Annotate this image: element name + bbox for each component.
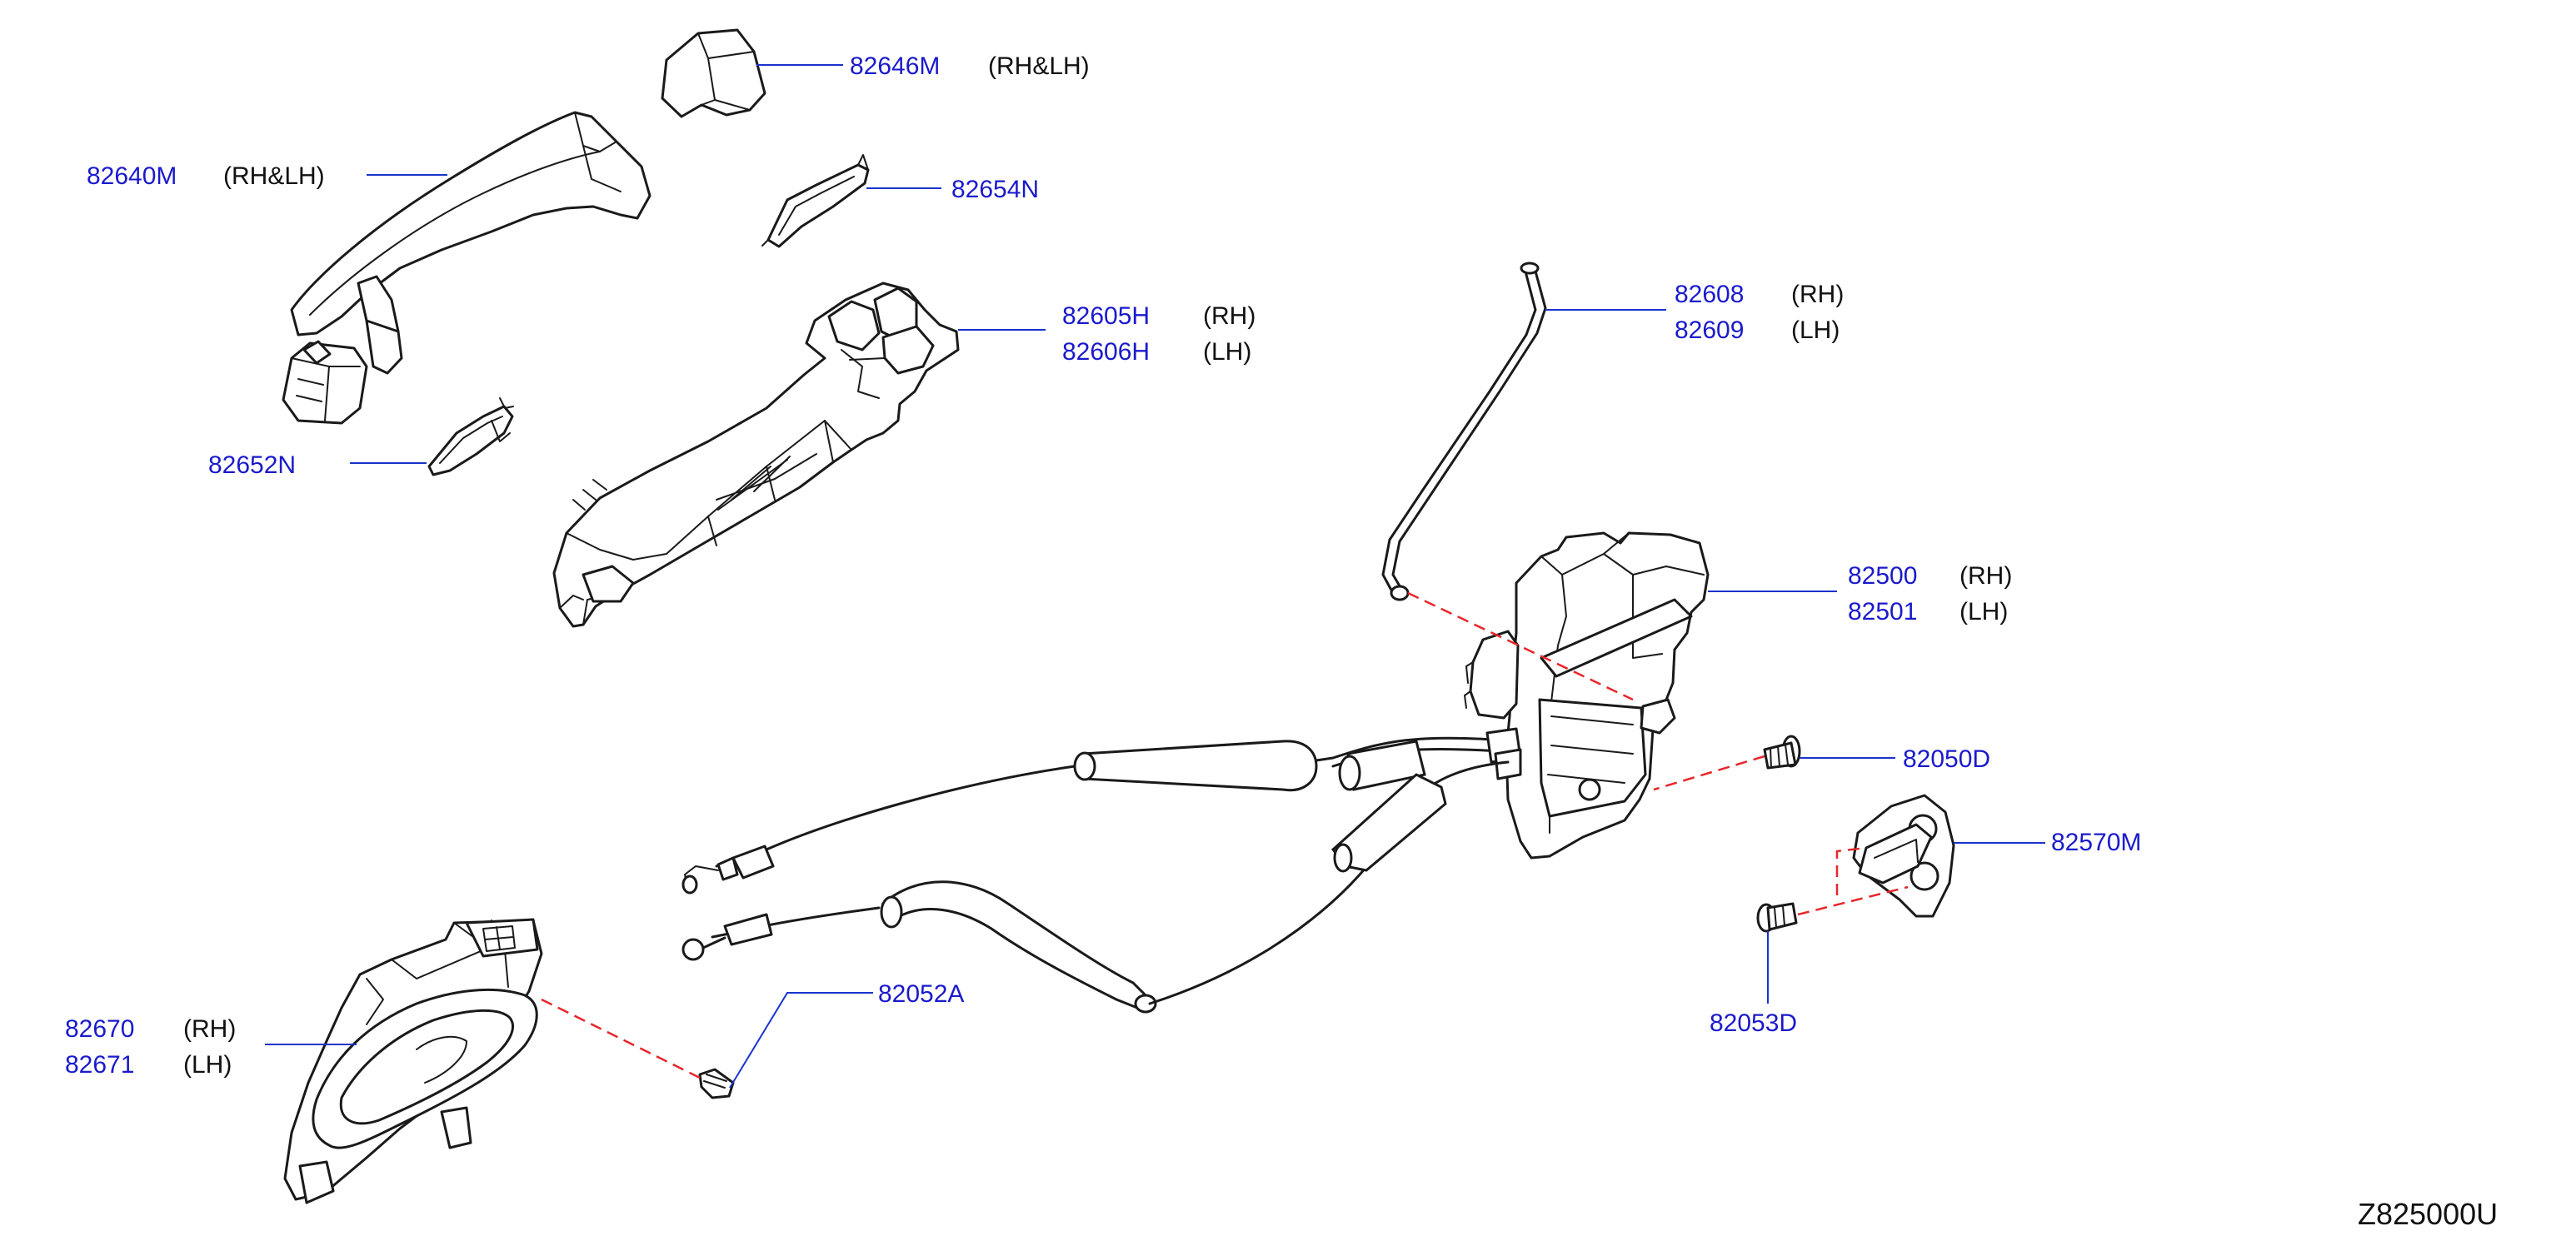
screw-82053D-drawing: [1756, 902, 1798, 933]
inside-handle-drawing: [283, 918, 543, 1204]
part-number: 82052A: [878, 980, 964, 1008]
part-number: 82646M: [850, 52, 940, 80]
door-striker-drawing: [1852, 794, 1955, 918]
part-number: 82500: [1848, 562, 1917, 590]
part-number: 82670: [65, 1015, 134, 1043]
outside-handle-grip-drawing: [282, 111, 651, 425]
callout-82608-82609: 82608 (RH) 82609 (LH): [1675, 281, 1844, 344]
callout-82500-82501: 82500 (RH) 82501 (LH): [1848, 562, 2012, 625]
side-spec: (LH): [1791, 316, 1840, 344]
callout-82570M: 82570M: [2051, 829, 2141, 856]
side-spec: (LH): [1203, 338, 1251, 366]
side-spec: (RH&LH): [223, 162, 325, 190]
part-number: 82501: [1848, 598, 1917, 625]
part-number: 82652N: [208, 451, 296, 479]
handle-escutcheon-cap-drawing: [661, 28, 766, 118]
outside-handle-bracket-drawing: [552, 282, 960, 628]
callout-82654N: 82654N: [951, 176, 1039, 203]
side-spec: (LH): [183, 1051, 232, 1079]
side-spec: (RH): [1203, 302, 1256, 330]
part-number: 82570M: [2051, 829, 2141, 856]
side-spec: (RH): [183, 1015, 236, 1043]
callout-82053D: 82053D: [1710, 1009, 1797, 1037]
lock-rod-drawing: [1381, 262, 1547, 601]
part-number: 82654N: [951, 176, 1039, 203]
diagram-code: Z825000U: [2358, 1197, 2498, 1231]
callout-82652N: 82652N: [208, 451, 296, 479]
side-spec: (LH): [1959, 598, 2008, 625]
part-number: 82605H: [1062, 302, 1150, 330]
part-number: 82053D: [1710, 1009, 1797, 1037]
part-number: 82609: [1675, 316, 1744, 344]
side-spec: (RH&LH): [988, 52, 1090, 80]
control-cables-drawing: [681, 727, 1522, 1014]
screw-82052A-drawing: [698, 1068, 735, 1099]
part-number: 82640M: [87, 162, 177, 190]
gasket-lower-drawing: [427, 397, 514, 476]
leader-lines: [265, 64, 2045, 1089]
callout-82670-82671: 82670 (RH) 82671 (LH): [65, 1015, 236, 1079]
gasket-upper-drawing: [761, 154, 870, 248]
side-spec: (RH): [1959, 562, 2012, 590]
part-number: 82671: [65, 1051, 134, 1079]
callout-82605H-82606H: 82605H (RH) 82606H (LH): [1062, 302, 1256, 366]
callout-82640M: 82640M (RH&LH): [87, 162, 325, 190]
installation-lines: [541, 591, 1909, 1080]
door-lock-actuator-drawing: [1464, 531, 1710, 860]
side-spec: (RH): [1791, 281, 1844, 308]
part-number: 82608: [1675, 281, 1744, 308]
part-number: 82050D: [1903, 745, 1990, 773]
screw-82050D-drawing: [1763, 735, 1801, 770]
callout-82646M: 82646M (RH&LH): [850, 52, 1090, 80]
callout-82050D: 82050D: [1903, 745, 1990, 773]
callout-82052A: 82052A: [878, 980, 964, 1008]
part-number: 82606H: [1062, 338, 1150, 366]
